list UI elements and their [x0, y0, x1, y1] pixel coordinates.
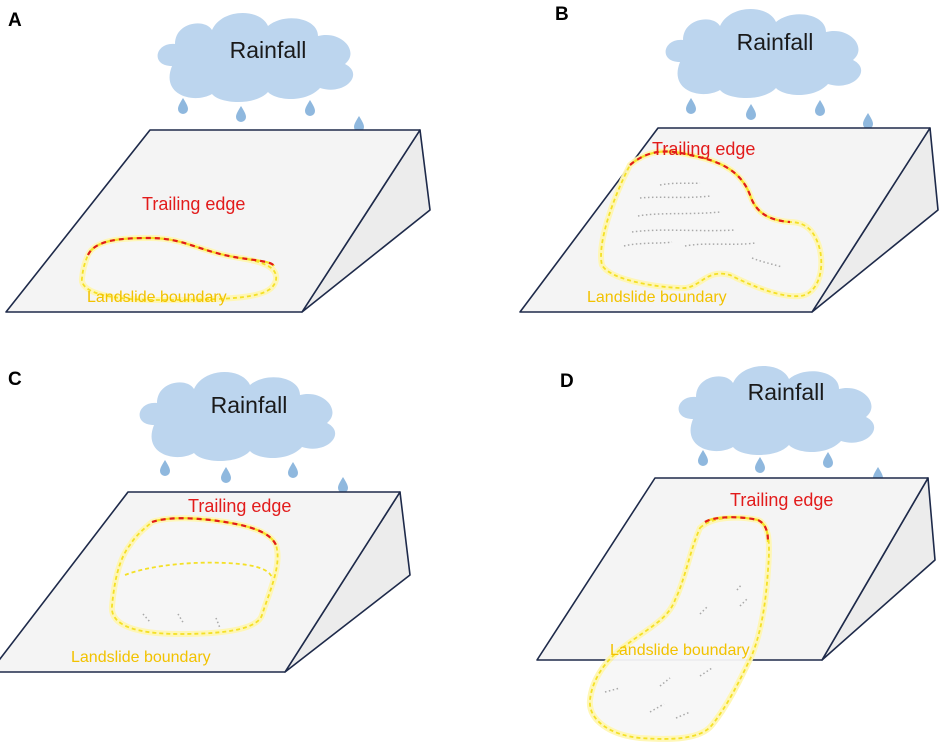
trailing-edge-label-c: Trailing edge [188, 496, 291, 516]
cracks-d [604, 583, 749, 719]
trailing-edge-line-c [151, 517, 277, 546]
cloud-label-c: Rainfall [211, 392, 288, 418]
cloud-label-b: Rainfall [737, 29, 814, 55]
cloud-b: Rainfall [665, 8, 862, 99]
cloud-label-d: Rainfall [748, 379, 825, 405]
trailing-edge-line-d [704, 516, 770, 543]
cloud-c: Rainfall [139, 371, 336, 461]
trailing-edge-label-a: Trailing edge [142, 194, 245, 214]
trailing-edge-label-d: Trailing edge [730, 490, 833, 510]
panel-a: A Rainfall Trailing edge Landslide bound… [5, 10, 431, 313]
landslide-a [78, 234, 280, 304]
cloud-label-a: Rainfall [230, 37, 307, 63]
panel-d: D Rainfall [536, 365, 936, 742]
panel-label-c: C [8, 369, 22, 390]
cloud-d: Rainfall [678, 365, 875, 455]
cracks-b [623, 182, 783, 268]
trailing-edge-line-a [87, 236, 275, 267]
cracks-c [142, 613, 221, 629]
landslide-c [108, 515, 281, 638]
landslide-d [586, 514, 772, 742]
panel-c: C Rainfall Trailing edge Landslide [0, 369, 411, 673]
panel-b: B Rainfall [519, 4, 939, 313]
panel-label-b: B [555, 4, 569, 25]
panel-label-a: A [8, 10, 22, 31]
cloud-a: Rainfall [157, 12, 354, 103]
landslide-boundary-label-b: Landslide boundary [587, 289, 727, 306]
trailing-edge-label-b: Trailing edge [652, 139, 755, 159]
panel-label-d: D [560, 371, 574, 392]
landslide-boundary-label-c: Landslide boundary [71, 649, 211, 666]
landslide-boundary-label-d: Landslide boundary [610, 642, 750, 659]
landslide-b [598, 148, 825, 300]
landslide-boundary-label-a: Landslide boundary [87, 289, 227, 306]
